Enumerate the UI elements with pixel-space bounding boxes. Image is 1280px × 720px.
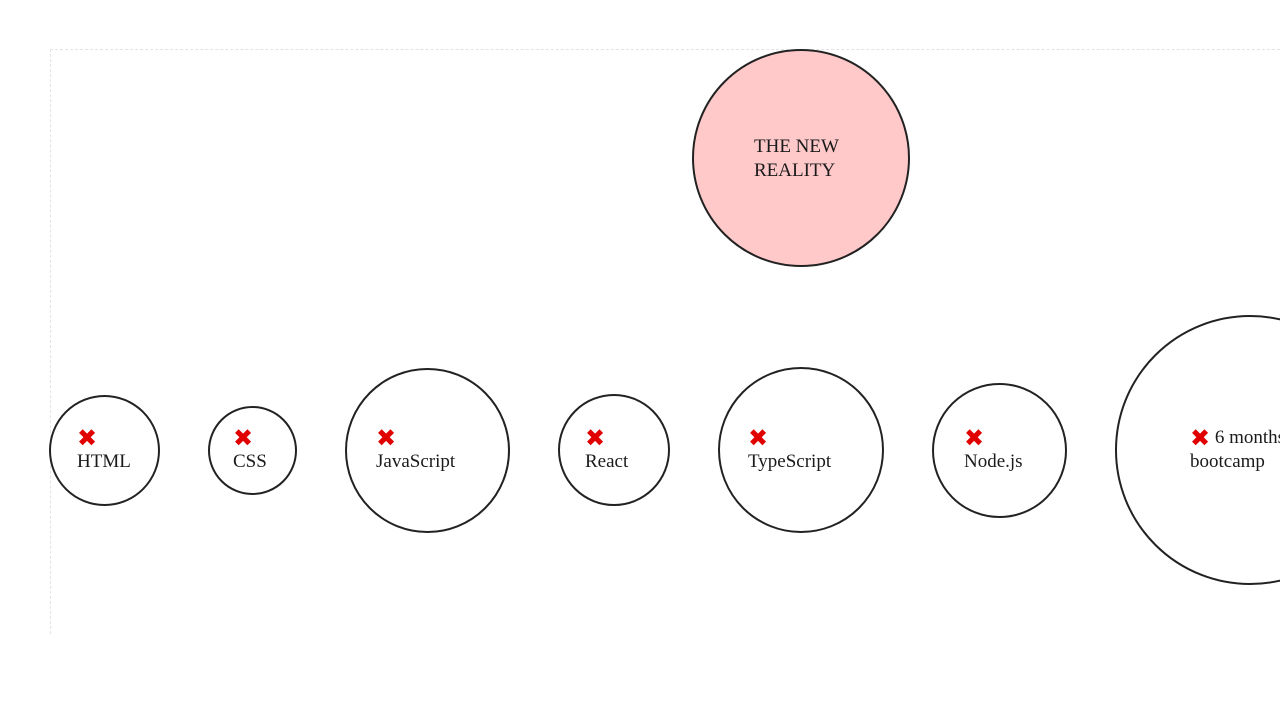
skill-text: JavaScript <box>376 451 456 472</box>
skill-label-nodejs: ✖ Node.js <box>964 426 1023 474</box>
cross-icon: ✖ <box>585 424 606 452</box>
skill-node-react <box>558 394 670 506</box>
cross-icon: ✖ <box>1190 424 1211 452</box>
skill-label-javascript: ✖ JavaScript <box>376 426 455 474</box>
skill-text: React <box>585 451 629 472</box>
skill-node-html <box>49 395 160 506</box>
skill-text: Node.js <box>964 451 1023 472</box>
skill-text: CSS <box>233 451 267 472</box>
new-reality-label-line1: THE NEW <box>754 136 839 157</box>
skill-label-typescript: ✖ TypeScript <box>748 426 831 474</box>
skill-label-css: ✖ CSS <box>233 426 267 474</box>
skill-node-css <box>208 406 297 495</box>
new-reality-label-line2: REALITY <box>754 160 836 181</box>
skill-node-typescript <box>718 367 884 533</box>
skill-label-html: ✖ HTML <box>77 426 131 474</box>
canvas-frame <box>50 49 1280 634</box>
skill-text: TypeScript <box>748 451 832 472</box>
cross-icon: ✖ <box>964 424 985 452</box>
skill-text: HTML <box>77 451 131 472</box>
cross-icon: ✖ <box>376 424 397 452</box>
cross-icon: ✖ <box>233 424 254 452</box>
skill-text-line1: 6 months <box>1214 427 1280 448</box>
skill-node-nodejs <box>932 383 1067 518</box>
skill-node-javascript <box>345 368 510 533</box>
skill-label-react: ✖ React <box>585 426 628 474</box>
new-reality-node <box>692 49 910 267</box>
new-reality-label: THE NEW REALITY <box>754 135 864 183</box>
cross-icon: ✖ <box>748 424 769 452</box>
skill-label-bootcamp: ✖ 6 months bootcamp <box>1190 426 1280 474</box>
skill-text-line2: bootcamp <box>1190 451 1265 472</box>
cross-icon: ✖ <box>77 424 98 452</box>
